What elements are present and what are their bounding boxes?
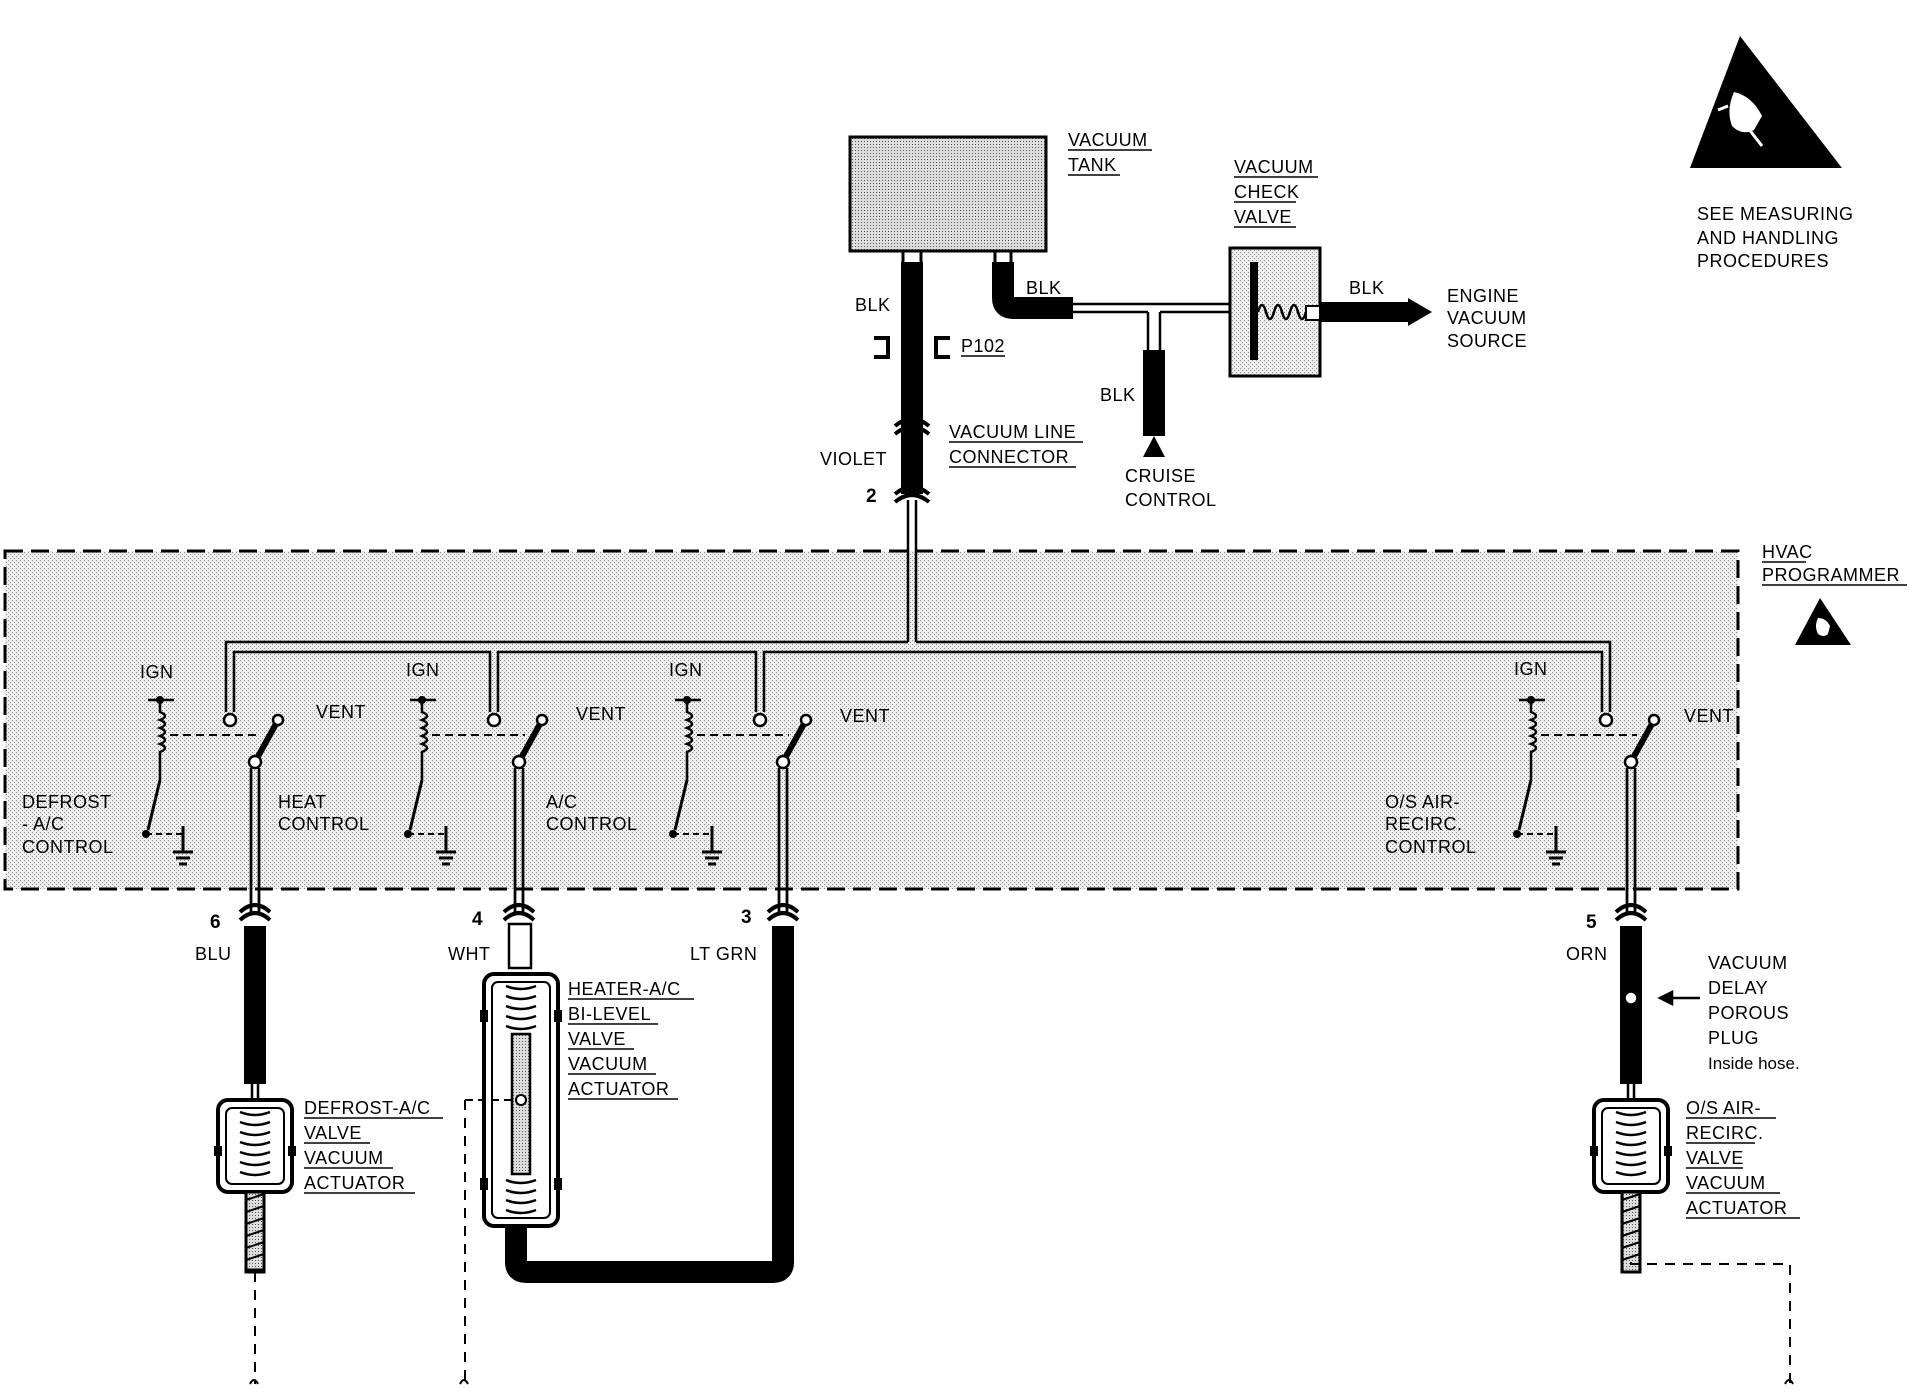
label-defrost-act-4: ACTUATOR — [304, 1173, 405, 1193]
label-ign-3: IGN — [669, 660, 703, 680]
label-ign-4: IGN — [1514, 659, 1548, 679]
vacuum-tank — [848, 135, 1048, 253]
label-recirc-act-1: O/S AIR- — [1686, 1098, 1761, 1118]
label-recirc-control-3: CONTROL — [1385, 837, 1477, 857]
label-blk-tank-tee: BLK — [1026, 278, 1062, 298]
label-delay-2: DELAY — [1708, 978, 1768, 998]
label-ac-control-2: CONTROL — [546, 814, 638, 834]
label-defrost-control-2: - A/C — [22, 814, 65, 834]
hvac-programmer-box — [3, 549, 1740, 891]
defrost-actuator — [214, 1098, 296, 1274]
label-blk-main: BLK — [855, 295, 891, 315]
label-heat-control-1: HEAT — [278, 792, 327, 812]
label-vacuum-tank-2: TANK — [1068, 155, 1117, 175]
label-defrost-act-2: VALVE — [304, 1123, 362, 1143]
orn-hose — [1620, 926, 1642, 1084]
plug-pointer — [1657, 989, 1700, 1007]
label-pin-2: 2 — [866, 486, 877, 507]
label-heater-act-1: HEATER-A/C — [568, 979, 681, 999]
label-heater-act-2: BI-LEVEL — [568, 1004, 651, 1024]
label-pin-5: 5 — [1586, 912, 1597, 933]
switch-defrost-ac — [142, 696, 285, 912]
label-defrost-act-1: DEFROST-A/C — [304, 1098, 431, 1118]
label-delay-1: VACUUM — [1708, 953, 1788, 973]
switch-os-air-recirc — [1513, 696, 1661, 912]
label-heater-act-5: ACTUATOR — [568, 1079, 669, 1099]
label-vent-1: VENT — [316, 702, 366, 722]
label-hvac-1: HVAC — [1762, 542, 1813, 562]
label-recirc-control-2: RECIRC. — [1385, 814, 1463, 834]
label-engine-1: ENGINE — [1447, 286, 1519, 306]
label-recirc-act-4: VACUUM — [1686, 1173, 1766, 1193]
label-blk-engine: BLK — [1349, 278, 1385, 298]
label-recirc-act-3: VALVE — [1686, 1148, 1744, 1168]
label-defrost-act-3: VACUUM — [304, 1148, 384, 1168]
blk-hose-main — [901, 262, 923, 494]
esd-warning-icon — [1690, 36, 1842, 168]
label-vent-2: VENT — [576, 704, 626, 724]
label-engine-2: VACUUM — [1447, 308, 1527, 328]
wht-hose — [507, 922, 533, 970]
label-check-valve-2: CHECK — [1234, 182, 1300, 202]
vacuum-manifold — [224, 640, 1612, 712]
label-heater-act-4: VACUUM — [568, 1054, 648, 1074]
cruise-arrow — [1143, 436, 1165, 457]
label-delay-4: PLUG — [1708, 1028, 1759, 1048]
label-see-measuring-2: AND HANDLING — [1697, 228, 1839, 248]
label-blu: BLU — [195, 944, 232, 964]
heater-bilevel-actuator — [465, 972, 562, 1228]
esd-small-icon — [1795, 598, 1851, 645]
label-see-measuring-3: PROCEDURES — [1697, 251, 1829, 271]
label-lt-grn: LT GRN — [690, 944, 757, 964]
label-vent-4: VENT — [1684, 706, 1734, 726]
label-connector-2: CONNECTOR — [949, 447, 1069, 467]
label-pin-6: 6 — [210, 912, 221, 933]
label-delay-3: POROUS — [1708, 1003, 1789, 1023]
porous-plug — [1624, 991, 1638, 1005]
label-wht: WHT — [448, 944, 490, 964]
label-recirc-act-2: RECIRC. — [1686, 1123, 1764, 1143]
label-connector-1: VACUUM LINE — [949, 422, 1076, 442]
vacuum-line-connector — [893, 417, 931, 504]
engine-arrow — [1408, 298, 1432, 326]
label-recirc-control-1: O/S AIR- — [1385, 792, 1460, 812]
label-cruise-1: CRUISE — [1125, 466, 1196, 486]
lt-grn-hose — [505, 926, 794, 1283]
label-p102: P102 — [961, 336, 1005, 356]
label-defrost-control-3: CONTROL — [22, 837, 114, 857]
label-recirc-act-5: ACTUATOR — [1686, 1198, 1787, 1218]
label-see-measuring-1: SEE MEASURING — [1697, 204, 1854, 224]
label-defrost-control-1: DEFROST — [22, 792, 112, 812]
label-cruise-2: CONTROL — [1125, 490, 1217, 510]
label-inside-hose: Inside hose. — [1708, 1054, 1800, 1073]
blk-hose-cruise — [1143, 350, 1165, 436]
label-engine-3: SOURCE — [1447, 331, 1527, 351]
blu-hose — [244, 926, 266, 1084]
blk-hose-engine — [1320, 302, 1408, 322]
label-pin-3: 3 — [741, 907, 752, 928]
label-check-valve-3: VALVE — [1234, 207, 1292, 227]
label-heater-act-3: VALVE — [568, 1029, 626, 1049]
label-ign-2: IGN — [406, 660, 440, 680]
label-orn: ORN — [1566, 944, 1608, 964]
label-ac-control-1: A/C — [546, 792, 578, 812]
label-check-valve-1: VACUUM — [1234, 157, 1314, 177]
label-ign-1: IGN — [140, 662, 174, 682]
label-violet: VIOLET — [820, 449, 887, 469]
blk-hose-tank-to-tee — [992, 262, 1073, 319]
p102-connector — [874, 336, 950, 359]
label-pin-4: 4 — [472, 909, 483, 930]
label-vent-3: VENT — [840, 706, 890, 726]
label-hvac-2: PROGRAMMER — [1762, 565, 1900, 585]
recirc-actuator — [1590, 1098, 1672, 1274]
label-blk-cruise: BLK — [1100, 385, 1136, 405]
label-vacuum-tank-1: VACUUM — [1068, 130, 1148, 150]
label-heat-control-2: CONTROL — [278, 814, 370, 834]
